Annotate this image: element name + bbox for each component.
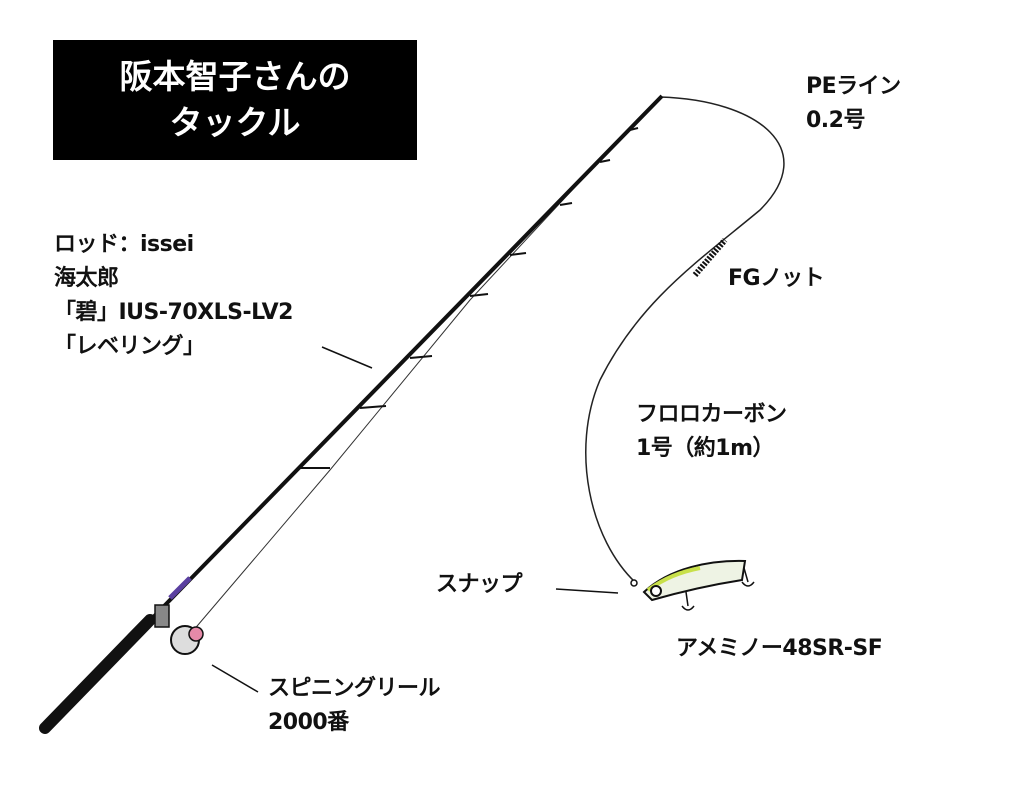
line-from-reel — [191, 96, 661, 633]
title-line-2: タックル — [169, 103, 301, 142]
reel-label: スピニングリール 2000番 — [268, 672, 441, 740]
leader-name: フロロカーボン — [636, 402, 787, 427]
pe-line-size: 0.2号 — [806, 108, 865, 133]
rod-pointer — [321, 346, 373, 369]
reel-name: スピニングリール — [268, 676, 441, 701]
reel-pointer — [211, 664, 259, 693]
rod-label-line: ロッド：issei — [54, 232, 194, 257]
rod-label: ロッド：issei 海太郎 「碧」IUS-70XLS-LV2 「レベリング」 — [54, 228, 293, 364]
leader-label: フロロカーボン 1号（約1m） — [636, 398, 787, 466]
snap-label: スナップ — [436, 572, 523, 597]
rod-butt — [39, 614, 156, 734]
spinning-reel — [154, 604, 204, 655]
pe-line-name: PEライン — [806, 74, 901, 99]
title-line-1: 阪本智子さんの — [119, 57, 351, 96]
lure — [630, 559, 755, 611]
leader-size: 1号（約1m） — [636, 436, 775, 461]
rod-guides — [300, 127, 639, 469]
pe-line-label: PEライン 0.2号 — [806, 70, 901, 138]
rod-label-line: 「碧」IUS-70XLS-LV2 — [54, 300, 293, 325]
lure-label: アメミノー48SR-SF — [676, 636, 883, 661]
rod-label-line: 「レベリング」 — [54, 334, 205, 359]
rod-accent — [168, 576, 192, 600]
reel-size: 2000番 — [268, 710, 349, 735]
rod-label-line: 海太郎 — [54, 266, 119, 291]
title-banner: 阪本智子さんの タックル — [53, 40, 417, 160]
fg-knot — [692, 238, 728, 277]
knot-label: FGノット — [728, 266, 825, 291]
snap-pointer — [555, 588, 619, 594]
fishing-line — [585, 96, 785, 584]
